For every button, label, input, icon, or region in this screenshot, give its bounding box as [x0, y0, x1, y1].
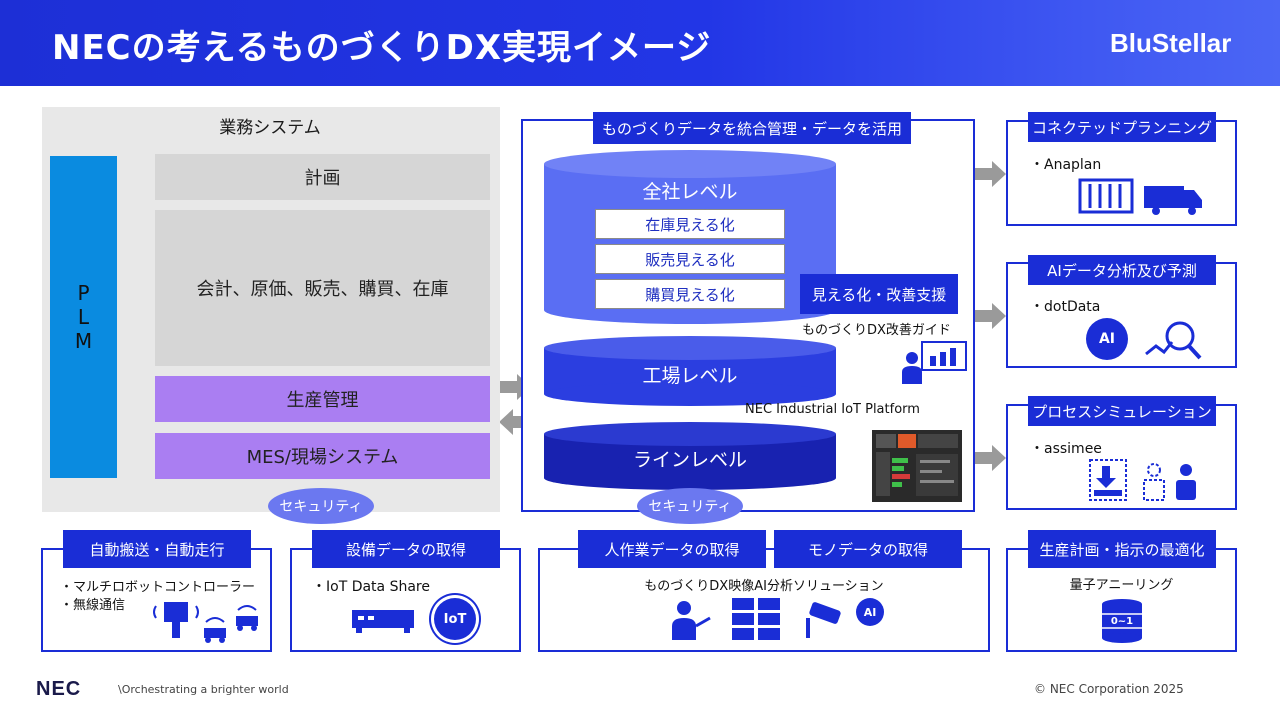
quantum-database-icon — [1102, 599, 1142, 643]
gateway-device-icon — [352, 610, 414, 633]
magnifier-chart-icon — [1145, 321, 1202, 360]
optimization-title: 生産計画・指示の最適化 — [1028, 530, 1216, 568]
accounting-box: 会計、原価、販売、購買、在庫 — [155, 210, 490, 366]
assimee-text: ・assimee — [1030, 441, 1102, 457]
security-ellipse-center: セキュリティ — [637, 488, 743, 524]
header-bar — [0, 0, 1280, 86]
dashboard-screenshot-icon — [872, 430, 962, 502]
copyright: © NEC Corporation 2025 — [1034, 682, 1184, 696]
page-title: NECの考えるものづくりDX実現イメージ — [52, 28, 712, 68]
container-truck-icon — [1078, 178, 1202, 215]
line-level-label: ラインレベル — [632, 448, 747, 471]
iot-platform-text: NEC Industrial IoT Platform — [745, 402, 920, 417]
center-panel-title: ものづくりデータを統合管理・データを活用 — [593, 112, 911, 144]
connected-planning-title: コネクテッドプランニング — [1028, 112, 1216, 142]
plm-box: P L M — [50, 156, 117, 478]
quantum-binary-label: 0~1 — [1110, 615, 1134, 627]
sales-visualization: 販売見える化 — [595, 244, 785, 274]
security-ellipse-left: セキュリティ — [268, 488, 374, 524]
human-work-data-title: 人作業データの取得 — [578, 530, 766, 568]
presentation-icon — [902, 341, 967, 384]
wireless-text: ・無線通信 — [60, 598, 126, 613]
business-system-title: 業務システム — [219, 117, 321, 138]
iot-data-share-text: ・IoT Data Share — [312, 579, 430, 595]
ai-analysis-title: AIデータ分析及び予測 — [1028, 255, 1216, 285]
plan-box: 計画 — [155, 154, 490, 200]
video-ai-text: ものづくりDX映像AI分析ソリューション — [644, 578, 884, 594]
arrow-right-icon — [974, 303, 1006, 329]
nec-logo: NEC — [36, 678, 82, 700]
factory-level-label: 工場レベル — [642, 364, 738, 387]
dx-guide-text: ものづくりDX改善ガイド — [802, 323, 951, 338]
video-ai-icons — [672, 598, 841, 640]
production-management-box: 生産管理 — [155, 376, 490, 422]
quantum-annealing-text: 量子アニーリング — [1069, 577, 1174, 593]
dotdata-text: ・dotData — [1030, 299, 1101, 315]
equipment-data-title: 設備データの取得 — [312, 530, 500, 568]
mes-box: MES/現場システム — [155, 433, 490, 479]
video-ai-badge-icon: AI — [856, 598, 884, 626]
inventory-visualization: 在庫見える化 — [595, 209, 785, 239]
process-simulation-title: プロセスシミュレーション — [1028, 396, 1216, 426]
brand-logo: BluStellar — [1110, 28, 1232, 58]
arrow-right-icon — [974, 445, 1006, 471]
iot-icon: IoT — [434, 598, 476, 640]
tagline: \Orchestrating a brighter world — [118, 683, 289, 696]
multi-robot-text: ・マルチロボットコントローラー — [60, 580, 256, 595]
robot-wifi-icon — [153, 602, 258, 643]
purchase-visualization: 購買見える化 — [595, 279, 785, 309]
auto-transport-title: 自動搬送・自動走行 — [63, 530, 251, 568]
anaplan-text: ・Anaplan — [1030, 157, 1102, 173]
simulation-people-icon — [1089, 459, 1196, 501]
ai-icon: AI — [1086, 318, 1128, 360]
arrow-right-icon — [974, 161, 1006, 187]
company-level-label: 全社レベル — [642, 180, 738, 203]
mono-data-title: モノデータの取得 — [774, 530, 962, 568]
visualize-support-label: 見える化・改善支援 — [800, 274, 958, 314]
